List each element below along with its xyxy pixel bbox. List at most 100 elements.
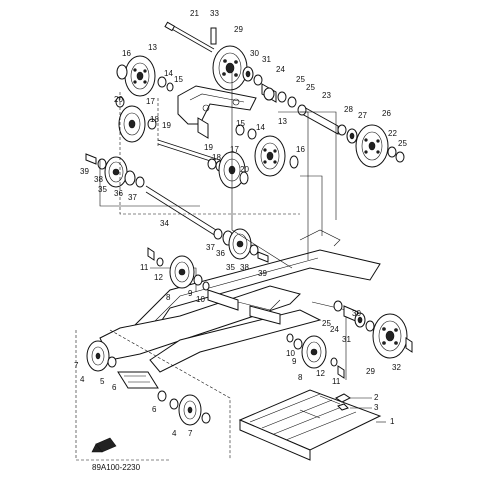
collar-25-b (287, 96, 297, 108)
collar-25 (395, 151, 405, 163)
bearing-22 (387, 146, 397, 158)
label-38: 38 (94, 175, 103, 184)
bolt-32 (405, 337, 413, 353)
slide-rail-frame (99, 229, 381, 373)
front-arrow-icon (91, 437, 117, 453)
label-5: 5 (100, 377, 105, 386)
label-25b: 25 (306, 83, 315, 92)
bolt-11-upper (147, 247, 155, 261)
label-9: 9 (188, 289, 193, 298)
label-11: 11 (140, 263, 149, 272)
label-35b: 35 (226, 263, 235, 272)
label-13: 13 (148, 43, 157, 52)
right-lower-wheels (333, 300, 413, 359)
wheel-4-upper (86, 340, 110, 372)
label-14: 14 (164, 69, 173, 78)
label-12: 12 (154, 273, 163, 282)
bolt-39-upper (85, 153, 97, 165)
label-23: 23 (322, 91, 331, 100)
bearing-14-upper (157, 76, 167, 88)
bearing-14-lower (247, 128, 257, 140)
collar-15-lower (235, 124, 245, 136)
collar-37-upper (135, 176, 145, 188)
label-8b: 8 (298, 373, 303, 382)
label-17: 17 (146, 97, 155, 106)
label-39: 39 (80, 167, 89, 176)
shaft-23 (301, 105, 339, 135)
clip-3 (337, 403, 349, 411)
label-30: 30 (250, 49, 259, 58)
wheel-17-upper (118, 105, 146, 143)
wheel-29 (212, 45, 248, 91)
label-6b: 6 (152, 405, 157, 414)
right-wheel-group (277, 91, 405, 168)
diagram-code: 89A100-2230 (92, 463, 141, 472)
label-1: 1 (390, 417, 395, 426)
label-17b: 17 (230, 145, 239, 154)
label-29: 29 (234, 25, 243, 34)
washer-6 (157, 390, 167, 402)
label-19b: 19 (204, 143, 213, 152)
label-6: 6 (112, 383, 117, 392)
wheel-29-lower (372, 313, 408, 359)
label-28: 28 (344, 105, 353, 114)
label-12b: 12 (316, 369, 325, 378)
label-36b: 36 (216, 249, 225, 258)
label-16: 16 (122, 49, 131, 58)
bolt-33 (210, 27, 217, 45)
label-30b: 30 (352, 309, 361, 318)
label-2: 2 (374, 393, 379, 402)
label-20: 20 (114, 95, 123, 104)
bearing-9-upper (193, 274, 203, 286)
wheel-26 (355, 124, 389, 168)
label-37: 37 (128, 193, 137, 202)
collar-10-lower (286, 333, 294, 343)
top-wheel-group (116, 21, 277, 103)
label-36: 36 (114, 189, 123, 198)
label-35: 35 (98, 185, 107, 194)
label-11b: 11 (332, 377, 341, 386)
label-4b: 4 (172, 429, 177, 438)
label-4: 4 (80, 375, 85, 384)
collar-15-upper (166, 82, 174, 92)
label-19: 19 (162, 121, 171, 130)
wheel-35-lower (228, 228, 252, 260)
label-10: 10 (196, 295, 205, 304)
washer-38-lower (249, 244, 259, 256)
shaft-34 (145, 185, 217, 231)
bearing-9-lower (293, 338, 303, 350)
label-25: 25 (296, 75, 305, 84)
label-24: 24 (276, 65, 285, 74)
label-13b: 13 (278, 117, 287, 126)
washer-18-upper (147, 118, 157, 130)
label-24b: 24 (330, 325, 339, 334)
label-33: 33 (210, 9, 219, 18)
label-32: 32 (392, 363, 401, 372)
label-9b: 9 (292, 357, 297, 366)
label-8: 8 (166, 293, 171, 302)
label-29b: 29 (366, 367, 375, 376)
cap-7-lower (201, 412, 211, 424)
label-18b: 18 (212, 153, 221, 162)
wheel-13-upper (124, 55, 156, 97)
bolt-11-lower (337, 365, 345, 379)
label-15: 15 (174, 75, 183, 84)
label-26: 26 (382, 109, 391, 118)
collar-31-lower (365, 320, 375, 332)
label-18: 18 (150, 115, 159, 124)
label-31: 31 (262, 55, 271, 64)
washer-12-lower (330, 357, 338, 367)
label-14b: 14 (256, 123, 265, 132)
cap-20-lower (239, 171, 249, 185)
collar-25-lower (333, 300, 343, 312)
washer-12-upper (156, 257, 164, 267)
part-labels: 2 1 33 29 16 13 30 31 24 14 15 25 25 20 1… (74, 9, 407, 472)
washer-38-upper (97, 158, 107, 170)
label-22: 22 (388, 129, 397, 138)
bearing-5 (107, 356, 117, 368)
label-15b: 15 (236, 119, 245, 128)
wheel-8-upper (147, 247, 210, 291)
upper-bracket (177, 85, 257, 139)
wheel-8-lower (286, 333, 345, 379)
